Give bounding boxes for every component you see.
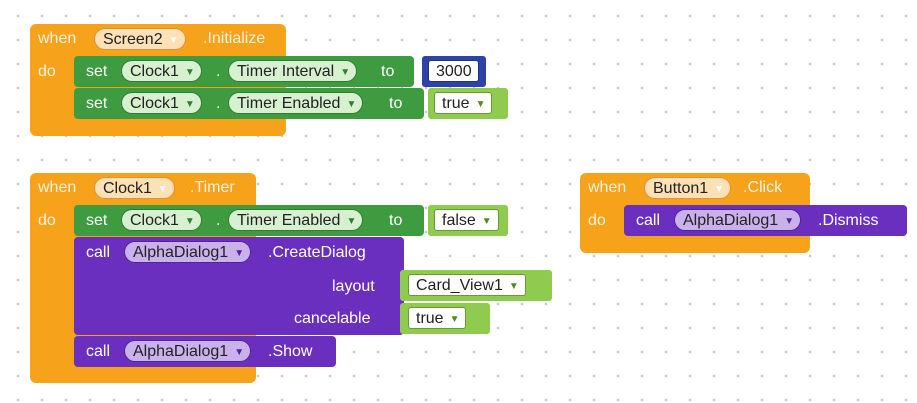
dropdown-label: AlphaDialog1 (133, 244, 229, 261)
dropdown-arrow-icon: ▼ (346, 99, 357, 110)
call-alphadialog1-createdialog-block[interactable]: call AlphaDialog1▼ .CreateDialog layout … (74, 237, 404, 335)
dropdown-arrow-icon: ▼ (784, 216, 795, 227)
call-keyword: call (86, 244, 111, 261)
when-keyword: when (38, 179, 77, 196)
dropdown-arrow-icon: ▼ (481, 216, 492, 227)
layout-param-label: layout (332, 278, 375, 295)
dropdown-arrow-icon: ▼ (449, 314, 460, 325)
boolean-label: true (442, 95, 470, 112)
dropdown-arrow-icon: ▼ (184, 99, 195, 110)
dropdown-label: Button1 (653, 180, 709, 197)
dropdown-arrow-icon: ▼ (346, 216, 357, 227)
cancelable-param-label: cancelable (294, 310, 371, 327)
dropdown-arrow-icon: ▼ (340, 67, 351, 78)
method-name: .Show (268, 343, 313, 360)
component-card-view1-block[interactable]: Card_View1 ▼ (400, 270, 552, 301)
event-name: .Click (743, 179, 783, 196)
when-keyword: when (38, 30, 77, 47)
set-clock1-timer-enabled-block[interactable]: set Clock1 ▼ . Timer Enabled ▼ to (74, 205, 424, 236)
boolean-label: false (442, 212, 476, 229)
to-keyword: to (389, 95, 403, 112)
dropdown-label: Clock1 (130, 95, 179, 112)
do-keyword: do (588, 212, 606, 229)
when-keyword: when (588, 179, 627, 196)
dropdown-label: Clock1 (103, 180, 152, 197)
dropdown-arrow-icon: ▼ (475, 99, 486, 110)
dropdown-label: Screen2 (103, 31, 163, 48)
set-keyword: set (86, 212, 108, 229)
clock1-component-dropdown[interactable]: Clock1 ▼ (94, 177, 175, 199)
component-dropdown[interactable]: Card_View1 ▼ (408, 274, 526, 296)
dropdown-arrow-icon: ▼ (168, 35, 179, 46)
dot-separator: . (216, 212, 221, 229)
boolean-label: true (416, 310, 444, 327)
dropdown-label: Timer Enabled (237, 95, 341, 112)
call-alphadialog1-dismiss-block[interactable]: call AlphaDialog1 ▼ .Dismiss (624, 205, 907, 236)
dropdown-arrow-icon: ▼ (184, 67, 195, 78)
dropdown-arrow-icon: ▼ (184, 216, 195, 227)
timer-enabled-property-dropdown[interactable]: Timer Enabled ▼ (228, 92, 364, 114)
number-block[interactable]: 3000 (422, 56, 486, 87)
call-keyword: call (86, 343, 111, 360)
boolean-true-block[interactable]: true ▼ (428, 88, 508, 119)
dropdown-arrow-icon: ▼ (508, 281, 519, 292)
number-value-3000[interactable]: 3000 (428, 60, 479, 82)
dropdown-label: AlphaDialog1 (133, 343, 229, 360)
dropdown-label: Timer Enabled (237, 212, 341, 229)
set-clock1-timer-enabled-block[interactable]: set Clock1 ▼ . Timer Enabled ▼ to (74, 88, 424, 119)
dropdown-arrow-icon: ▼ (714, 184, 725, 195)
button1-component-dropdown[interactable]: Button1 ▼ (644, 177, 732, 199)
alphadialog1-component-dropdown[interactable]: AlphaDialog1 ▼ (124, 340, 252, 362)
boolean-dropdown[interactable]: true ▼ (408, 307, 467, 329)
method-name: .Dismiss (818, 212, 879, 229)
clock1-component-dropdown[interactable]: Clock1 ▼ (121, 60, 202, 82)
clock1-component-dropdown[interactable]: Clock1 ▼ (121, 92, 202, 114)
screen2-component-dropdown[interactable]: Screen2 ▼ (94, 28, 186, 50)
to-keyword: to (389, 212, 403, 229)
boolean-dropdown[interactable]: false ▼ (434, 209, 499, 231)
dropdown-arrow-icon: ▼ (234, 347, 245, 358)
method-name: .CreateDialog (268, 244, 366, 261)
clock1-component-dropdown[interactable]: Clock1 ▼ (121, 209, 202, 231)
boolean-false-block[interactable]: false ▼ (428, 205, 508, 236)
set-keyword: set (86, 95, 108, 112)
alphadialog1-component-dropdown[interactable]: AlphaDialog1 ▼ (124, 241, 252, 263)
do-keyword: do (38, 212, 56, 229)
to-keyword: to (381, 63, 395, 80)
boolean-dropdown[interactable]: true ▼ (434, 92, 493, 114)
dot-separator: . (216, 63, 221, 80)
event-name: .Timer (190, 179, 235, 196)
timer-enabled-property-dropdown[interactable]: Timer Enabled ▼ (228, 209, 364, 231)
boolean-true-block[interactable]: true ▼ (400, 303, 490, 334)
number-label: 3000 (436, 63, 472, 80)
dropdown-label: Clock1 (130, 212, 179, 229)
set-keyword: set (86, 63, 108, 80)
component-label: Card_View1 (416, 277, 503, 294)
dropdown-arrow-icon: ▼ (234, 248, 245, 259)
dot-separator: . (216, 95, 221, 112)
dropdown-label: AlphaDialog1 (683, 212, 779, 229)
do-keyword: do (38, 63, 56, 80)
alphadialog1-component-dropdown[interactable]: AlphaDialog1 ▼ (674, 209, 802, 231)
call-alphadialog1-show-block[interactable]: call AlphaDialog1 ▼ .Show (74, 336, 336, 367)
call-keyword: call (636, 212, 661, 229)
timer-interval-property-dropdown[interactable]: Timer Interval ▼ (228, 60, 358, 82)
set-clock1-timer-interval-block[interactable]: set Clock1 ▼ . Timer Interval ▼ to (74, 56, 414, 87)
dropdown-label: Clock1 (130, 63, 179, 80)
dropdown-label: Timer Interval (237, 63, 335, 80)
event-name: .Initialize (203, 30, 266, 47)
dropdown-arrow-icon: ▼ (157, 184, 168, 195)
